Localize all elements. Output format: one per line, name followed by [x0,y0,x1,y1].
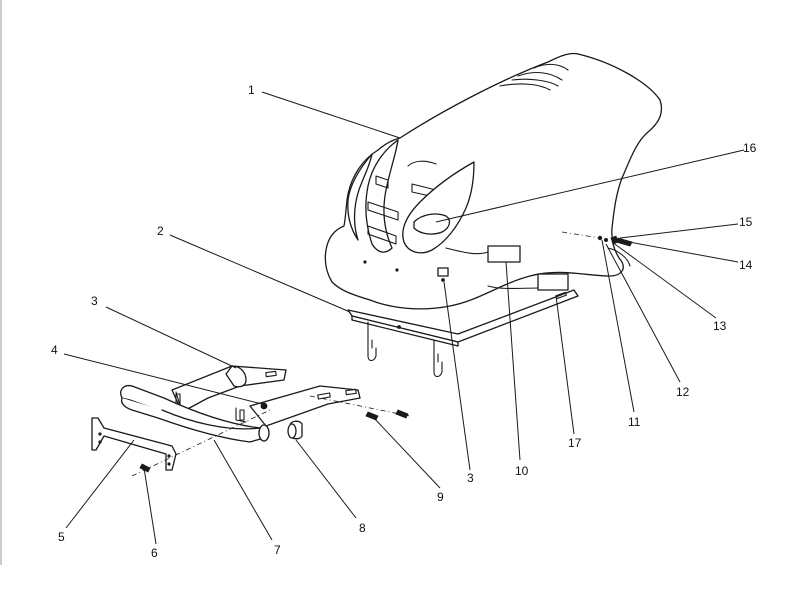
callout-2: 2 [157,224,164,238]
callout-16: 16 [743,141,757,155]
callout-13: 13 [713,319,727,333]
callout-8: 8 [359,521,366,535]
callout-11: 11 [628,415,641,429]
lower-bar [91,417,177,471]
grab-rail [120,384,361,443]
axis-line-right [309,395,411,417]
callout-5: 5 [58,530,65,544]
callout-3-left: 3 [91,294,98,308]
callout-4: 4 [51,343,58,357]
label-plate-10 [487,245,521,263]
callout-17: 17 [568,436,582,450]
label-plate-17 [537,273,569,291]
end-cap [287,420,303,440]
leader-lines [63,91,745,545]
callout-9: 9 [437,490,444,504]
callout-7: 7 [274,543,281,557]
fasteners [139,235,633,473]
tail-fairing [324,52,663,310]
callout-10: 10 [515,464,529,478]
callout-15: 15 [739,215,753,229]
callout-12: 12 [676,385,690,399]
axis-line-top [561,231,601,239]
bottom-plate [347,289,579,378]
callout-3-right: 3 [467,471,474,485]
callout-1: 1 [248,83,255,97]
axis-line-left [131,409,271,477]
callout-14: 14 [739,258,753,272]
callout-6: 6 [151,546,158,560]
